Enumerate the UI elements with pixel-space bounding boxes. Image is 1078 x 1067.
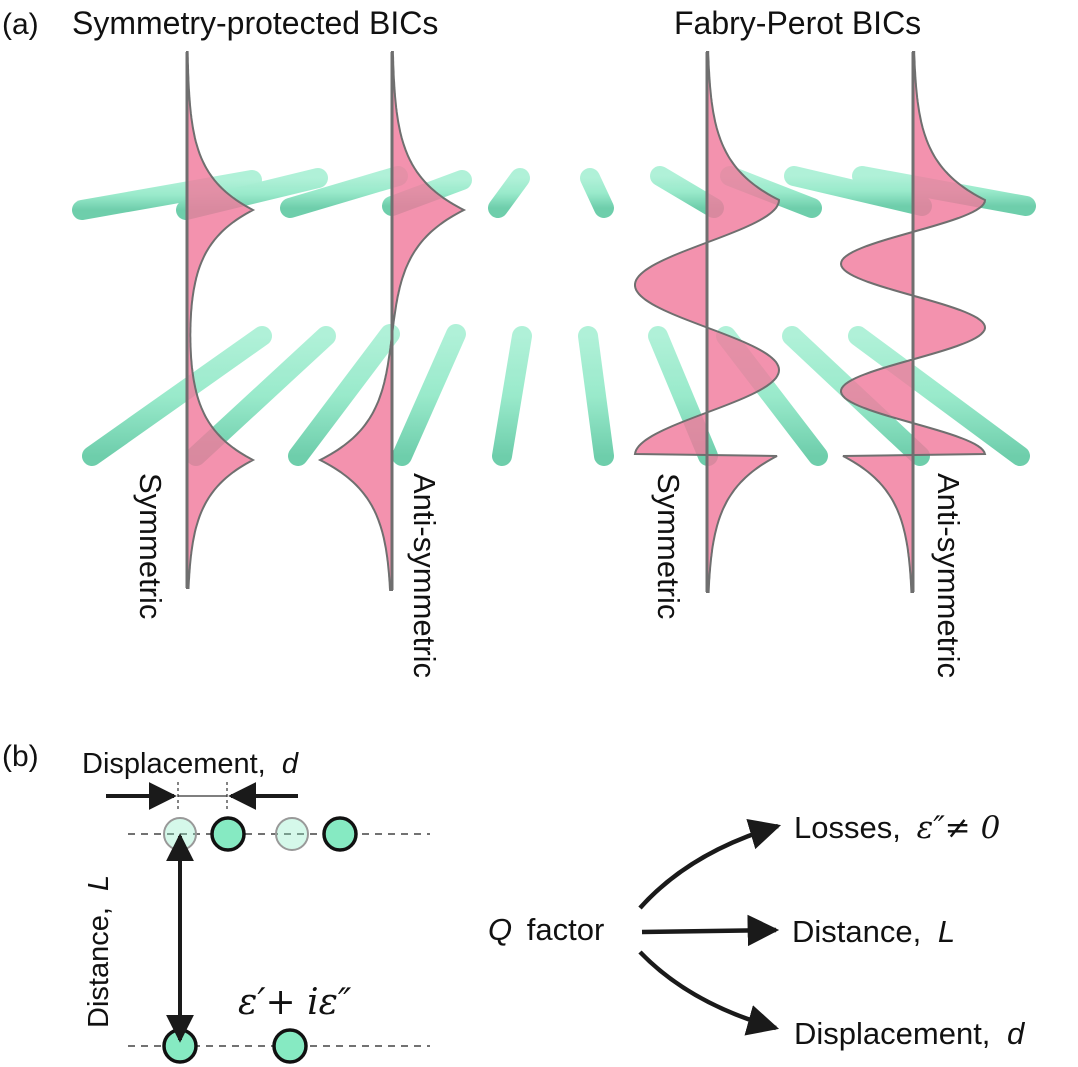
sp-bics-title: Symmetry-protected BICs xyxy=(72,5,438,41)
distance-label-text: Distance, xyxy=(83,907,115,1028)
distance-label: Distance, L xyxy=(83,875,115,1028)
losses-label-text: Losses, xyxy=(794,810,901,845)
displaced-particle xyxy=(322,816,358,852)
fp-bics-title: Fabry-Perot BICs xyxy=(674,5,921,41)
losses-math: ε″≠ 0 xyxy=(917,810,1001,846)
rod xyxy=(578,326,614,466)
sp-symmetric-label: Symmetric xyxy=(133,473,168,619)
panel-a-label: (a) xyxy=(2,8,39,41)
distance-output-label: Distance, L xyxy=(792,914,955,949)
losses-arrow xyxy=(638,818,782,910)
rod xyxy=(288,324,400,466)
fp-symmetric-label: Symmetric xyxy=(651,473,686,619)
rod xyxy=(82,326,272,466)
rod xyxy=(492,326,532,466)
displacement-output-text: Displacement, xyxy=(794,1016,990,1051)
rod xyxy=(392,324,466,466)
permittivity-label: ε′+ iε″ xyxy=(238,982,352,1023)
rod xyxy=(848,326,1030,466)
q-symbol: Q xyxy=(488,912,512,947)
sp-symmetric-mode xyxy=(186,51,256,589)
displaced-particle xyxy=(210,816,246,852)
rod xyxy=(72,170,262,220)
original-position-circle xyxy=(275,817,309,851)
rod xyxy=(784,166,932,216)
distance-output-symbol: L xyxy=(938,914,955,949)
rod xyxy=(580,168,614,218)
displacement-title: Displacement, d xyxy=(82,748,299,780)
panel-b: (b) Displacement, d Distance, L ε′ xyxy=(2,740,1026,1064)
rod xyxy=(650,166,724,218)
panel-b-label: (b) xyxy=(2,740,39,773)
panel-a: (a) Symmetry-protected BICs Fabry-Perot … xyxy=(2,5,1036,678)
displacement-output-label: Displacement, d xyxy=(794,1016,1026,1051)
mode-profiles xyxy=(185,51,987,593)
displacement-title-text: Displacement, xyxy=(82,748,266,780)
distance-output-text: Distance, xyxy=(792,914,921,949)
particle xyxy=(272,1028,308,1064)
displacement-title-symbol: d xyxy=(282,748,299,780)
q-factor-label: Q factor xyxy=(488,912,604,947)
fp-antisymmetric-label: Anti-symmetric xyxy=(931,473,966,678)
displacement-output-arrow xyxy=(638,950,780,1036)
sp-antisymmetric-label: Anti-symmetric xyxy=(407,473,442,678)
displacement-output-symbol: d xyxy=(1007,1016,1026,1051)
rod xyxy=(280,166,408,218)
distance-output-arrow xyxy=(641,914,780,947)
q-word: factor xyxy=(527,912,605,947)
losses-label: Losses, ε″≠ 0 xyxy=(794,810,1000,846)
rod xyxy=(488,168,530,218)
distance-label-symbol: L xyxy=(83,875,115,891)
